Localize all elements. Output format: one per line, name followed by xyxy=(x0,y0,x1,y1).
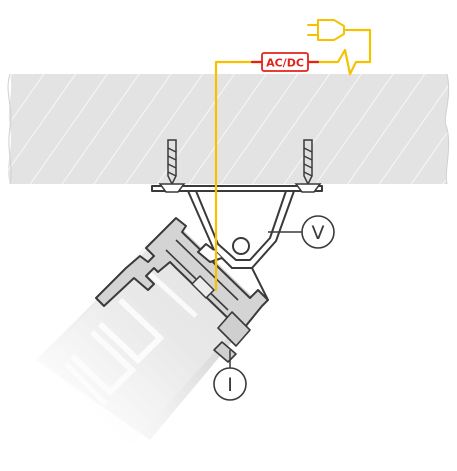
callout-mount: V xyxy=(268,215,335,249)
power-plug-icon xyxy=(307,19,352,41)
ceiling-slab xyxy=(7,73,450,185)
screw-right xyxy=(294,139,322,193)
callout-profile-label: I xyxy=(227,374,233,396)
power-cable xyxy=(214,28,372,292)
callout-mount-label: V xyxy=(312,222,325,244)
screw-left xyxy=(158,139,186,193)
callout-profile: I xyxy=(213,350,247,401)
ac-dc-driver: AC/DC xyxy=(261,52,309,72)
led-profile-section xyxy=(95,217,269,363)
ac-dc-label: AC/DC xyxy=(266,57,304,70)
